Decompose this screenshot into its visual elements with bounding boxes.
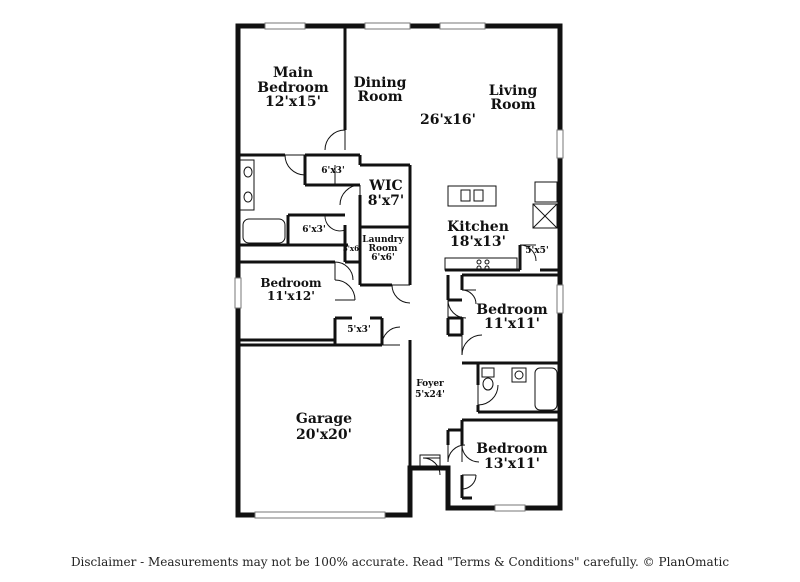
- main-bedroom-label: Bedroom: [257, 80, 329, 96]
- kitchen-label: Kitchen: [447, 219, 509, 235]
- laundry-room-label: Room: [368, 244, 397, 254]
- garage-door: [419, 454, 441, 468]
- closet-lower-size: 6'x3': [302, 225, 325, 235]
- main-bedroom-label: Main: [273, 65, 313, 81]
- room-labels: Main Bedroom 12'x15' Dining Room Living …: [257, 65, 548, 472]
- closet-upper-size: 6'x3': [321, 166, 344, 176]
- sink-bath: [511, 367, 527, 383]
- living-room-label: Living: [489, 83, 538, 99]
- kitchen-counter: [444, 257, 518, 271]
- hall-closet-size: 3'x6': [343, 244, 361, 253]
- closet-small-size: 5'x3': [347, 325, 370, 335]
- refrigerator: [534, 181, 558, 203]
- bedroom-east-size: 13'x11': [484, 456, 540, 472]
- toilet-tank: [481, 367, 495, 378]
- disclaimer-text: Disclaimer - Measurements may not be 100…: [70, 555, 730, 569]
- foyer-size: 5'x24': [415, 390, 445, 400]
- bedroom-east-label: Bedroom: [476, 302, 548, 318]
- garage-label: Garage: [296, 411, 352, 427]
- kitchen-island: [447, 185, 497, 207]
- bedroom-west-size: 11'x12': [267, 289, 315, 303]
- pantry-size: 5'x5': [525, 246, 548, 256]
- main-bedroom-size: 12'x15': [265, 94, 321, 110]
- foyer-label: Foyer: [416, 379, 444, 389]
- windows: [234, 22, 564, 519]
- bathtub-east: [534, 367, 558, 411]
- vanity-sinks: [239, 159, 255, 211]
- fixtures: [239, 159, 558, 468]
- laundry-room-label: Laundry: [362, 235, 404, 245]
- kitchen-size: 18'x13': [450, 234, 506, 250]
- doors: [284, 129, 537, 490]
- wic-size: 8'x7': [368, 193, 404, 209]
- bathtub-main: [242, 218, 286, 244]
- dining-room-label: Room: [357, 89, 402, 105]
- garage-size: 20'x20': [296, 427, 352, 443]
- pantry-box: [532, 203, 558, 229]
- living-room-label: Room: [490, 97, 535, 113]
- bedroom-east-size: 11'x11': [484, 316, 540, 332]
- bedroom-west-label: Bedroom: [260, 276, 321, 290]
- dining-room-label: Dining: [354, 75, 407, 91]
- bedroom-east-label: Bedroom: [476, 441, 548, 457]
- living-room-size: 26'x16': [420, 112, 476, 128]
- laundry-room-size: 6'x6': [371, 253, 394, 263]
- wic-label: WIC: [368, 178, 402, 194]
